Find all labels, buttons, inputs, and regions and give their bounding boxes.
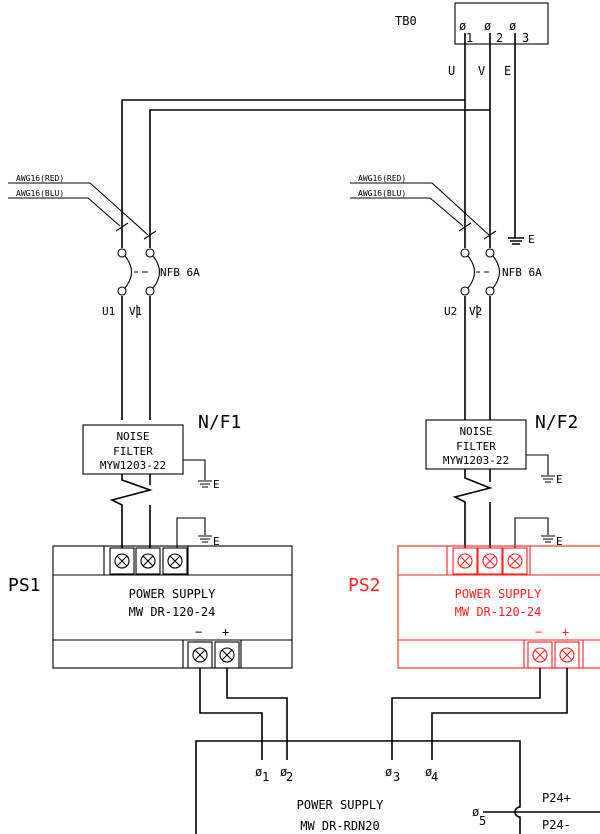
terminal-label: V2 (469, 305, 482, 318)
terminal-row (187, 641, 240, 669)
breaker-nfb-right: NFB 6A U2 V2 (444, 225, 542, 420)
terminal-symbol: ø (459, 19, 466, 33)
filter-model: MYW1203-22 (443, 454, 509, 467)
screw-terminal-icon (162, 547, 188, 575)
power-supply-ps2: PS2 POWER SUPPLY MW DR-120-24 − + (348, 545, 600, 669)
ground-label: E (556, 473, 563, 486)
terminal-number: 1 (466, 31, 473, 45)
ps-model: MW DR-120-24 (129, 605, 216, 619)
filter-text: NOISE (116, 430, 149, 443)
terminal-row (452, 547, 528, 575)
terminal-number: 2 (496, 31, 503, 45)
terminal-number: 3 (393, 770, 400, 784)
main-wiring: E (121, 33, 535, 246)
rdn-model: MW DR-RDN20 (300, 819, 379, 833)
ps-title: POWER SUPPLY (129, 587, 216, 601)
terminal-row (527, 641, 580, 669)
wire-label-red: AWG16(RED) (16, 174, 64, 183)
noise-filter-2: NOISE FILTER MYW1203-22 N/F2 E E (425, 412, 578, 548)
filter-tag: N/F2 (535, 412, 578, 433)
screw-terminal-icon (554, 641, 580, 669)
terminal-symbol: ø (280, 765, 287, 779)
wire-label-blu: AWG16(BLU) (358, 189, 406, 198)
noise-filter-1: NOISE FILTER MYW1203-22 N/F1 E E (82, 412, 241, 548)
screw-terminal-icon (527, 641, 553, 669)
terminal-block-tb0: TB0 ø ø ø 1 2 3 U V E (395, 2, 549, 78)
terminal-number: 3 (522, 31, 529, 45)
tb0-label: TB0 (395, 14, 417, 28)
ps-tag: PS2 (348, 575, 381, 596)
filter-text: FILTER (113, 445, 153, 458)
terminal-label: V1 (129, 305, 142, 318)
screw-terminal-icon (214, 641, 240, 669)
phase-label: V (478, 64, 485, 78)
plus-label: + (222, 625, 229, 639)
terminal-label: U2 (444, 305, 457, 318)
breaker-label: NFB 6A (160, 266, 200, 279)
screw-terminal-icon (502, 547, 528, 575)
terminal-symbol: ø (472, 805, 479, 819)
terminal-number: 5 (479, 814, 486, 828)
terminal-number: 2 (286, 770, 293, 784)
ps-tag: PS1 (8, 575, 41, 596)
phase-label: U (448, 64, 455, 78)
terminal-number: 4 (431, 770, 438, 784)
minus-label: − (195, 625, 202, 639)
filter-text: FILTER (456, 440, 496, 453)
terminal-symbol: ø (425, 765, 432, 779)
screw-terminal-icon (135, 547, 161, 575)
ground-label: E (213, 535, 220, 548)
terminal-symbol: ø (385, 765, 392, 779)
wire-label-red: AWG16(RED) (358, 174, 406, 183)
wire-labels-right: AWG16(RED) AWG16(BLU) (350, 174, 497, 240)
output-label-p24-plus: P24+ (542, 791, 571, 805)
breaker-label: NFB 6A (502, 266, 542, 279)
terminal-symbol: ø (255, 765, 262, 779)
plus-label: + (562, 625, 569, 639)
phase-label: E (504, 64, 511, 78)
screw-terminal-icon (187, 641, 213, 669)
terminal-row (109, 547, 188, 575)
ps-model: MW DR-120-24 (455, 605, 542, 619)
output-label-p24-minus: P24- (542, 818, 571, 832)
terminal-number: 1 (262, 770, 269, 784)
dc-wiring (199, 668, 568, 760)
power-supply-ps1: PS1 POWER SUPPLY MW DR-120-24 − + (8, 545, 293, 669)
terminal-symbol: ø (484, 19, 491, 33)
ground-label: E (213, 478, 220, 491)
wire-labels-left: AWG16(RED) AWG16(BLU) (8, 174, 157, 240)
screw-terminal-icon (477, 547, 503, 575)
screw-terminal-icon (109, 547, 135, 575)
wire-label-blu: AWG16(BLU) (16, 189, 64, 198)
ground-label: E (556, 535, 563, 548)
minus-label: − (535, 625, 542, 639)
filter-tag: N/F1 (198, 412, 241, 433)
rdn-title: POWER SUPPLY (297, 798, 384, 812)
screw-terminal-icon (452, 547, 478, 575)
filter-model: MYW1203-22 (100, 459, 166, 472)
terminal-symbol: ø (509, 19, 516, 33)
breaker-nfb-left: NFB 6A U1 V1 (102, 225, 200, 420)
filter-text: NOISE (459, 425, 492, 438)
redundancy-module: ø ø ø ø ø 1 2 3 4 5 POWER SUPPLY MW DR-R… (195, 740, 600, 834)
ground-label: E (528, 233, 535, 246)
ps-title: POWER SUPPLY (455, 587, 542, 601)
terminal-label: U1 (102, 305, 115, 318)
